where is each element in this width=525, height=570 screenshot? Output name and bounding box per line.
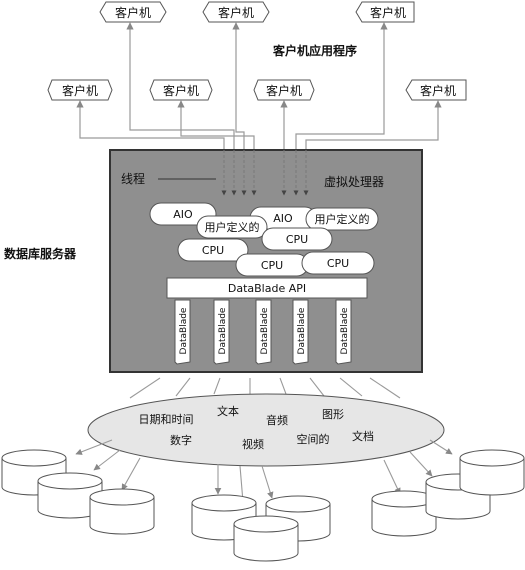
disk-right-1 xyxy=(371,490,437,537)
data-type-label: 数字 xyxy=(170,433,192,447)
data-type-label: 文档 xyxy=(352,429,374,443)
thread-lines xyxy=(221,150,309,196)
connection-line xyxy=(126,22,235,150)
datablade-shape xyxy=(174,299,191,365)
pill-label: CPU xyxy=(327,257,349,270)
pill-label: CPU xyxy=(202,244,224,257)
data-type-label: 音频 xyxy=(266,413,288,427)
pill-label: AIO xyxy=(273,212,293,225)
client-label: 客户机 xyxy=(62,83,98,98)
pill-shape xyxy=(305,207,379,231)
pill-label: CPU xyxy=(261,259,283,272)
disk-right-3 xyxy=(459,449,525,496)
datablade-api-label: DataBlade API xyxy=(228,282,306,295)
server-to-data-lines xyxy=(129,377,401,399)
client-box xyxy=(149,79,213,101)
client-label: 客户机 xyxy=(115,5,151,20)
data-type-label: 文本 xyxy=(217,404,239,418)
datablade-label: DataBlade xyxy=(260,307,270,354)
connection-line xyxy=(76,100,225,150)
datablade-shape xyxy=(292,299,309,365)
pill-shape xyxy=(261,227,333,251)
client-row2-4: 客户机 xyxy=(405,79,467,101)
data-type-label: 空间的 xyxy=(297,432,330,446)
vp-cpu-3: CPU xyxy=(235,253,309,277)
datablade-4: DataBlade xyxy=(292,299,309,365)
connection-line xyxy=(232,22,245,150)
datablade-shape xyxy=(213,299,230,365)
connection-line xyxy=(305,100,442,150)
vp-user-defined-1: 用户定义的 xyxy=(196,215,268,239)
client-row2-1: 客户机 xyxy=(47,79,113,101)
datablade-1: DataBlade xyxy=(174,299,191,365)
client-top-1: 客户机 xyxy=(99,1,167,23)
client-row2-2: 客户机 xyxy=(149,79,213,101)
data-type-label: 视频 xyxy=(242,437,264,451)
client-label: 客户机 xyxy=(370,5,406,20)
client-top-3: 客户机 xyxy=(355,1,415,23)
datablade-3: DataBlade xyxy=(255,299,272,365)
datablade-5: DataBlade xyxy=(335,299,352,365)
datablade-label: DataBlade xyxy=(179,307,189,354)
disk-left-2 xyxy=(37,472,103,519)
client-app-label: 客户机应用程序 xyxy=(272,43,357,58)
thread-label: 线程 xyxy=(121,171,145,186)
pill-label: CPU xyxy=(286,233,308,246)
client-row2-3: 客户机 xyxy=(253,79,315,101)
client-connections xyxy=(76,22,442,150)
client-top-2: 客户机 xyxy=(202,1,270,23)
data-types-labels: 日期和时间 文本 音频 图形 数字 视频 空间的 文档 xyxy=(139,404,375,451)
datablade-label: DataBlade xyxy=(340,307,350,354)
pill-shape xyxy=(301,251,375,275)
pill-shape xyxy=(196,215,268,239)
data-type-label: 图形 xyxy=(322,408,344,421)
client-box xyxy=(405,79,467,101)
vp-cpu-1: CPU xyxy=(261,227,333,251)
client-label: 客户机 xyxy=(266,83,302,98)
datablade-2: DataBlade xyxy=(213,299,230,365)
datablade-api-bar xyxy=(166,277,368,299)
pill-label: 用户定义的 xyxy=(205,220,260,234)
db-server-label: 数据库服务器 xyxy=(4,246,77,261)
datablade-label: DataBlade xyxy=(297,307,307,354)
client-box xyxy=(253,79,315,101)
vp-cpu-2: CPU xyxy=(177,238,249,262)
data-types-ellipse xyxy=(87,393,445,467)
vp-cpu-4: CPU xyxy=(301,251,375,275)
datablade-shape xyxy=(255,299,272,365)
client-box xyxy=(47,79,113,101)
client-label: 客户机 xyxy=(218,5,254,20)
client-label: 客户机 xyxy=(420,83,456,98)
connection-line xyxy=(177,100,255,150)
client-box xyxy=(355,1,415,23)
pill-label: AIO xyxy=(173,208,193,221)
vp-user-defined-2: 用户定义的 xyxy=(305,207,379,231)
connection-line xyxy=(295,22,388,150)
data-type-label: 日期和时间 xyxy=(139,413,194,426)
client-box xyxy=(99,1,167,23)
ellipse-to-disk-arrows xyxy=(75,439,453,515)
client-box xyxy=(202,1,270,23)
datablade-label: DataBlade xyxy=(218,307,228,354)
disk-mid-3 xyxy=(233,515,299,562)
client-label: 客户机 xyxy=(163,83,199,98)
pill-shape xyxy=(177,238,249,262)
pill-label: 用户定义的 xyxy=(315,212,370,226)
datablade-shape xyxy=(335,299,352,365)
virtual-processor-label: 虚拟处理器 xyxy=(324,175,384,189)
disk-left-3 xyxy=(89,488,155,535)
